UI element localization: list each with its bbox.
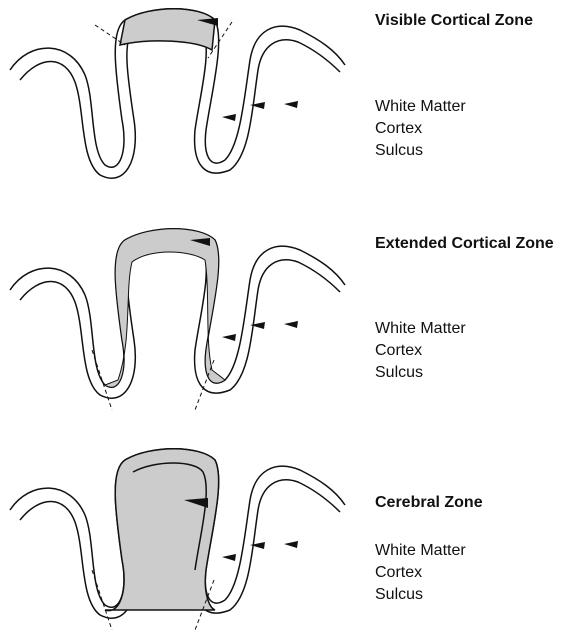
zone-boundary-left [92,570,112,630]
panel-title-cerebral: Cerebral Zone [375,494,483,512]
legend-item-white-matter: White Matter [375,96,466,118]
arrowhead-outer [284,321,298,328]
legend-item-cortex: Cortex [375,562,466,584]
visible-zone-shading [120,9,215,50]
legend-item-white-matter: White Matter [375,318,466,340]
legend-item-sulcus: Sulcus [375,584,466,606]
legend-visible: White Matter Cortex Sulcus [375,96,466,162]
extended-zone-shading [105,229,225,387]
zone-boundary-right [195,360,214,410]
legend-cerebral: White Matter Cortex Sulcus [375,540,466,606]
zone-boundary-left [95,25,125,45]
legend-item-cortex: Cortex [375,340,466,362]
zone-boundary-left [92,350,112,410]
legend-item-white-matter: White Matter [375,540,466,562]
arrowhead-sulcus [222,554,236,561]
arrowhead-outer [284,101,298,108]
arrowhead-sulcus [222,114,236,121]
legend-item-sulcus: Sulcus [375,362,466,384]
arrowhead-outer [284,541,298,548]
panel-visible-cortical-zone [10,9,345,178]
legend-extended: White Matter Cortex Sulcus [375,318,466,384]
arrowhead-sulcus [222,334,236,341]
legend-item-cortex: Cortex [375,118,466,140]
legend-item-sulcus: Sulcus [375,140,466,162]
panel-title-extended: Extended Cortical Zone [375,235,554,253]
panel-title-visible: Visible Cortical Zone [375,12,533,30]
panel-extended-cortical-zone [10,229,345,410]
panel-cerebral-zone [10,449,345,630]
